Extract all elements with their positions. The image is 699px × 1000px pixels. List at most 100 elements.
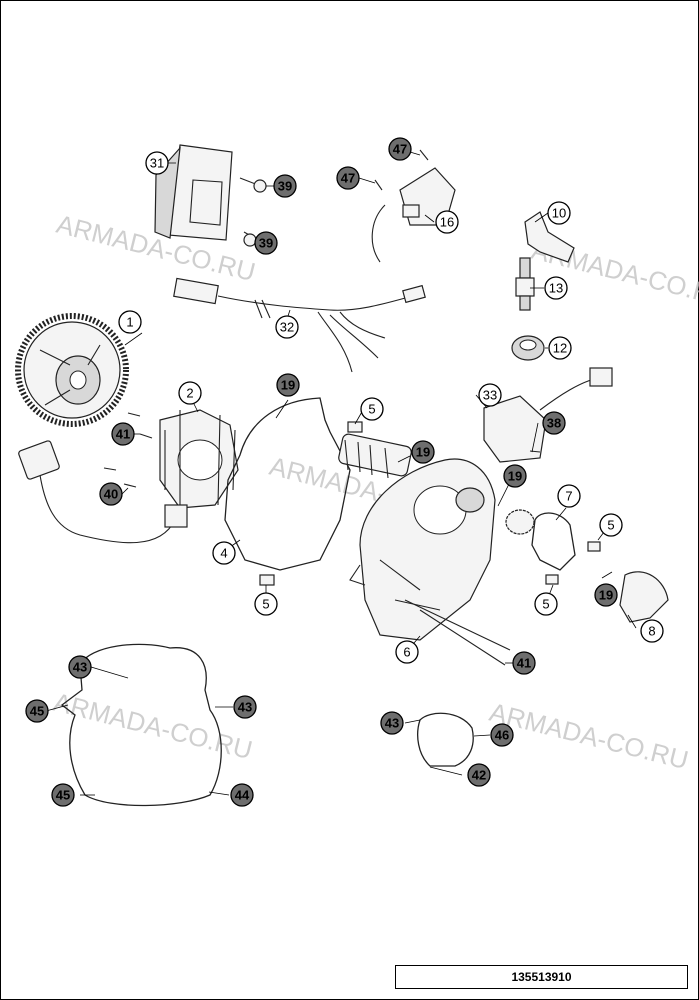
callout-2: 2 — [178, 381, 202, 405]
watermark: ARMADA-CO.RU — [487, 697, 692, 775]
voltage-regulator-part — [483, 367, 613, 463]
svg-text:6: 6 — [403, 645, 410, 660]
svg-text:47: 47 — [341, 171, 355, 186]
callout-32: 32 — [275, 315, 299, 339]
callout-43: 43 — [380, 711, 404, 735]
svg-text:10: 10 — [552, 206, 566, 221]
spark-plug-cap-part — [524, 211, 575, 263]
callout-47: 47 — [336, 166, 360, 190]
callout-45: 45 — [51, 783, 75, 807]
svg-text:44: 44 — [235, 788, 250, 803]
callout-5: 5 — [254, 592, 278, 616]
callout-19: 19 — [411, 440, 435, 464]
flywheel-part — [15, 313, 129, 427]
svg-text:16: 16 — [440, 215, 454, 230]
wiring-harness-part — [173, 277, 426, 373]
callout-8: 8 — [640, 619, 664, 643]
callout-19: 19 — [594, 583, 618, 607]
svg-text:42: 42 — [472, 768, 486, 783]
callout-13: 13 — [544, 276, 568, 300]
callout-16: 16 — [435, 210, 459, 234]
svg-text:8: 8 — [648, 624, 655, 639]
svg-text:2: 2 — [186, 386, 193, 401]
svg-text:40: 40 — [104, 487, 118, 502]
svg-text:12: 12 — [553, 341, 567, 356]
svg-text:43: 43 — [385, 716, 399, 731]
callout-39: 39 — [254, 231, 278, 255]
svg-text:5: 5 — [368, 402, 375, 417]
callout-6: 6 — [395, 640, 419, 664]
bushing-part — [259, 574, 275, 586]
callout-12: 12 — [548, 336, 572, 360]
spark-plug-part — [515, 257, 535, 311]
svg-text:46: 46 — [495, 728, 509, 743]
svg-text:39: 39 — [259, 236, 273, 251]
callout-39: 39 — [273, 174, 297, 198]
large-gasket-seal-part — [60, 643, 222, 807]
callout-19: 19 — [276, 373, 300, 397]
generator-cover-part — [349, 458, 511, 666]
svg-text:43: 43 — [73, 660, 87, 675]
svg-text:41: 41 — [517, 656, 531, 671]
callout-41: 41 — [111, 422, 135, 446]
stator-part — [18, 409, 239, 544]
watermark: ARMADA-CO.RU — [51, 687, 256, 765]
svg-text:39: 39 — [278, 179, 292, 194]
svg-text:5: 5 — [607, 518, 614, 533]
svg-text:32: 32 — [280, 320, 294, 335]
svg-text:43: 43 — [238, 700, 252, 715]
callout-47: 47 — [388, 137, 412, 161]
figure-number-label: 135513910 — [395, 965, 688, 989]
callout-40: 40 — [99, 482, 123, 506]
small-gear-part — [505, 509, 535, 535]
callout-43: 43 — [68, 655, 92, 679]
callout-5: 5 — [360, 397, 384, 421]
callout-33: 33 — [478, 383, 502, 407]
screw-group — [103, 412, 541, 488]
callout-5: 5 — [599, 513, 623, 537]
small-cover-part — [619, 571, 669, 623]
leader-lines — [45, 151, 637, 796]
svg-text:5: 5 — [262, 597, 269, 612]
callout-4: 4 — [212, 541, 236, 565]
callout-38: 38 — [542, 411, 566, 435]
callout-19: 19 — [503, 464, 527, 488]
seal-part — [511, 335, 545, 361]
callout-31: 31 — [145, 151, 169, 175]
bushing-part — [347, 421, 363, 433]
svg-text:41: 41 — [116, 427, 130, 442]
bushing-part — [545, 574, 559, 585]
svg-text:1: 1 — [126, 315, 133, 330]
callout-5: 5 — [534, 592, 558, 616]
bushing-part — [587, 541, 601, 552]
small-gasket-part — [531, 512, 576, 571]
callout-7: 7 — [557, 484, 581, 508]
svg-text:13: 13 — [549, 281, 563, 296]
ignition-unit-part — [154, 144, 267, 247]
gear-shaft-part — [338, 433, 412, 479]
svg-text:5: 5 — [542, 597, 549, 612]
svg-text:45: 45 — [56, 788, 70, 803]
svg-text:19: 19 — [508, 469, 522, 484]
svg-text:19: 19 — [599, 588, 613, 603]
svg-text:19: 19 — [281, 378, 295, 393]
callout-45: 45 — [25, 699, 49, 723]
svg-text:45: 45 — [30, 704, 44, 719]
svg-text:47: 47 — [393, 142, 407, 157]
svg-text:19: 19 — [416, 445, 430, 460]
small-ring-seal-part — [417, 712, 474, 767]
generator-gasket-part — [224, 397, 351, 571]
callout-46: 46 — [490, 723, 514, 747]
callout-43: 43 — [233, 695, 257, 719]
svg-text:7: 7 — [565, 489, 572, 504]
callout-10: 10 — [547, 201, 571, 225]
callout-41: 41 — [512, 651, 536, 675]
svg-text:4: 4 — [220, 546, 227, 561]
svg-text:31: 31 — [150, 156, 164, 171]
svg-text:38: 38 — [547, 416, 561, 431]
callout-44: 44 — [230, 783, 254, 807]
svg-text:33: 33 — [483, 388, 497, 403]
callout-1: 1 — [118, 310, 142, 334]
callout-42: 42 — [467, 763, 491, 787]
